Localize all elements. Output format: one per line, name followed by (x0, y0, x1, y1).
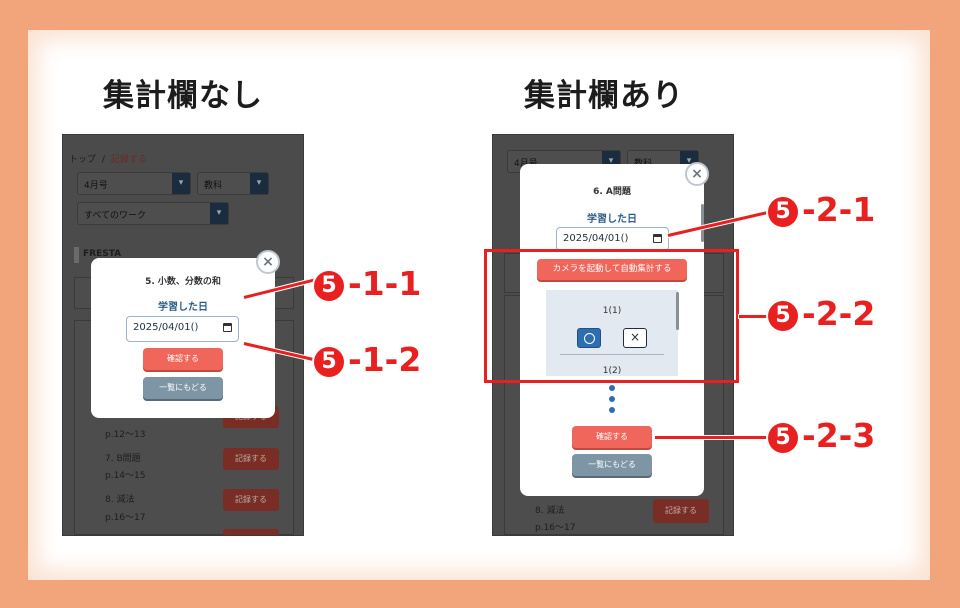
record-button-partial[interactable] (223, 529, 279, 535)
leader-line-5-2-2 (739, 315, 773, 318)
work-select[interactable]: すべてのワーク▾ (77, 202, 229, 225)
record-button[interactable]: 記録する (653, 499, 709, 523)
heading-with-tally: 集計欄あり (524, 78, 684, 114)
scrollbar[interactable] (676, 292, 679, 330)
calendar-icon[interactable] (223, 323, 232, 332)
back-to-list-button[interactable]: 一覧にもどる (572, 454, 652, 476)
wrong-mark-button[interactable]: × (623, 328, 647, 348)
calendar-icon[interactable] (653, 234, 662, 243)
row-pages: p.12〜13 (105, 430, 146, 440)
tally-area-highlight (484, 249, 739, 383)
chevron-down-icon: ▾ (210, 203, 228, 224)
date-modal: 5. 小数、分数の和 学習した日 2025/04/01() 確認する 一覧にもど… (91, 258, 275, 418)
row-title: 8. 減法 (105, 495, 135, 505)
chevron-down-icon: ▾ (250, 173, 268, 194)
subject-select[interactable]: 教科▾ (197, 172, 269, 195)
breadcrumb: トップ / 記録する (69, 155, 147, 165)
close-icon[interactable]: × (256, 250, 280, 274)
row-title: 8. 減法 (535, 506, 565, 516)
correct-mark-button[interactable] (577, 328, 601, 348)
date-label: 学習した日 (158, 302, 208, 313)
callout-5-2-1: 5-2-1 (768, 190, 875, 229)
modal-title: 6. A問題 (593, 187, 631, 197)
scrollbar[interactable] (701, 204, 704, 242)
row-pages: p.16〜17 (105, 513, 146, 523)
date-input[interactable]: 2025/04/01() (126, 316, 239, 342)
divider (560, 354, 664, 355)
callout-5-1-2: 5-1-2 (314, 340, 421, 379)
breadcrumb-current: 記録する (110, 155, 147, 165)
row-title: 7. B問題 (105, 454, 141, 464)
question-label: 1(2) (602, 366, 622, 376)
confirm-button[interactable]: 確認する (572, 426, 652, 448)
back-to-list-button[interactable]: 一覧にもどる (143, 377, 223, 399)
record-button[interactable]: 記録する (223, 448, 279, 470)
camera-auto-count-button[interactable]: カメラを起動して自動集計する (537, 259, 687, 280)
close-icon[interactable]: × (685, 162, 709, 186)
record-button[interactable]: 記録する (223, 489, 279, 511)
question-tally-panel[interactable]: 1(1) × 1(2) (546, 290, 679, 376)
row-pages: p.14〜15 (105, 471, 146, 481)
callout-5-1-1: 5-1-1 (314, 264, 421, 303)
section-accent (74, 247, 79, 263)
callout-5-2-3: 5-2-3 (768, 416, 875, 455)
row-pages: p.16〜17 (535, 523, 576, 533)
leader-line-5-2-3 (655, 436, 771, 439)
callout-5-2-2: 5-2-2 (768, 294, 875, 333)
confirm-button[interactable]: 確認する (143, 348, 223, 370)
circle-icon (583, 333, 595, 344)
month-select[interactable]: 4月号▾ (77, 172, 191, 195)
tally-modal: 6. A問題 学習した日 2025/04/01() カメラを起動して自動集計する… (520, 164, 704, 496)
question-label: 1(1) (602, 306, 622, 316)
chevron-down-icon: ▾ (172, 173, 190, 194)
heading-without-tally: 集計欄なし (103, 78, 263, 114)
section-label: FRESTA (83, 249, 122, 259)
date-label: 学習した日 (587, 214, 637, 225)
breadcrumb-home[interactable]: トップ (69, 155, 97, 165)
date-input[interactable]: 2025/04/01() (556, 227, 669, 251)
modal-title: 5. 小数、分数の和 (145, 277, 221, 287)
